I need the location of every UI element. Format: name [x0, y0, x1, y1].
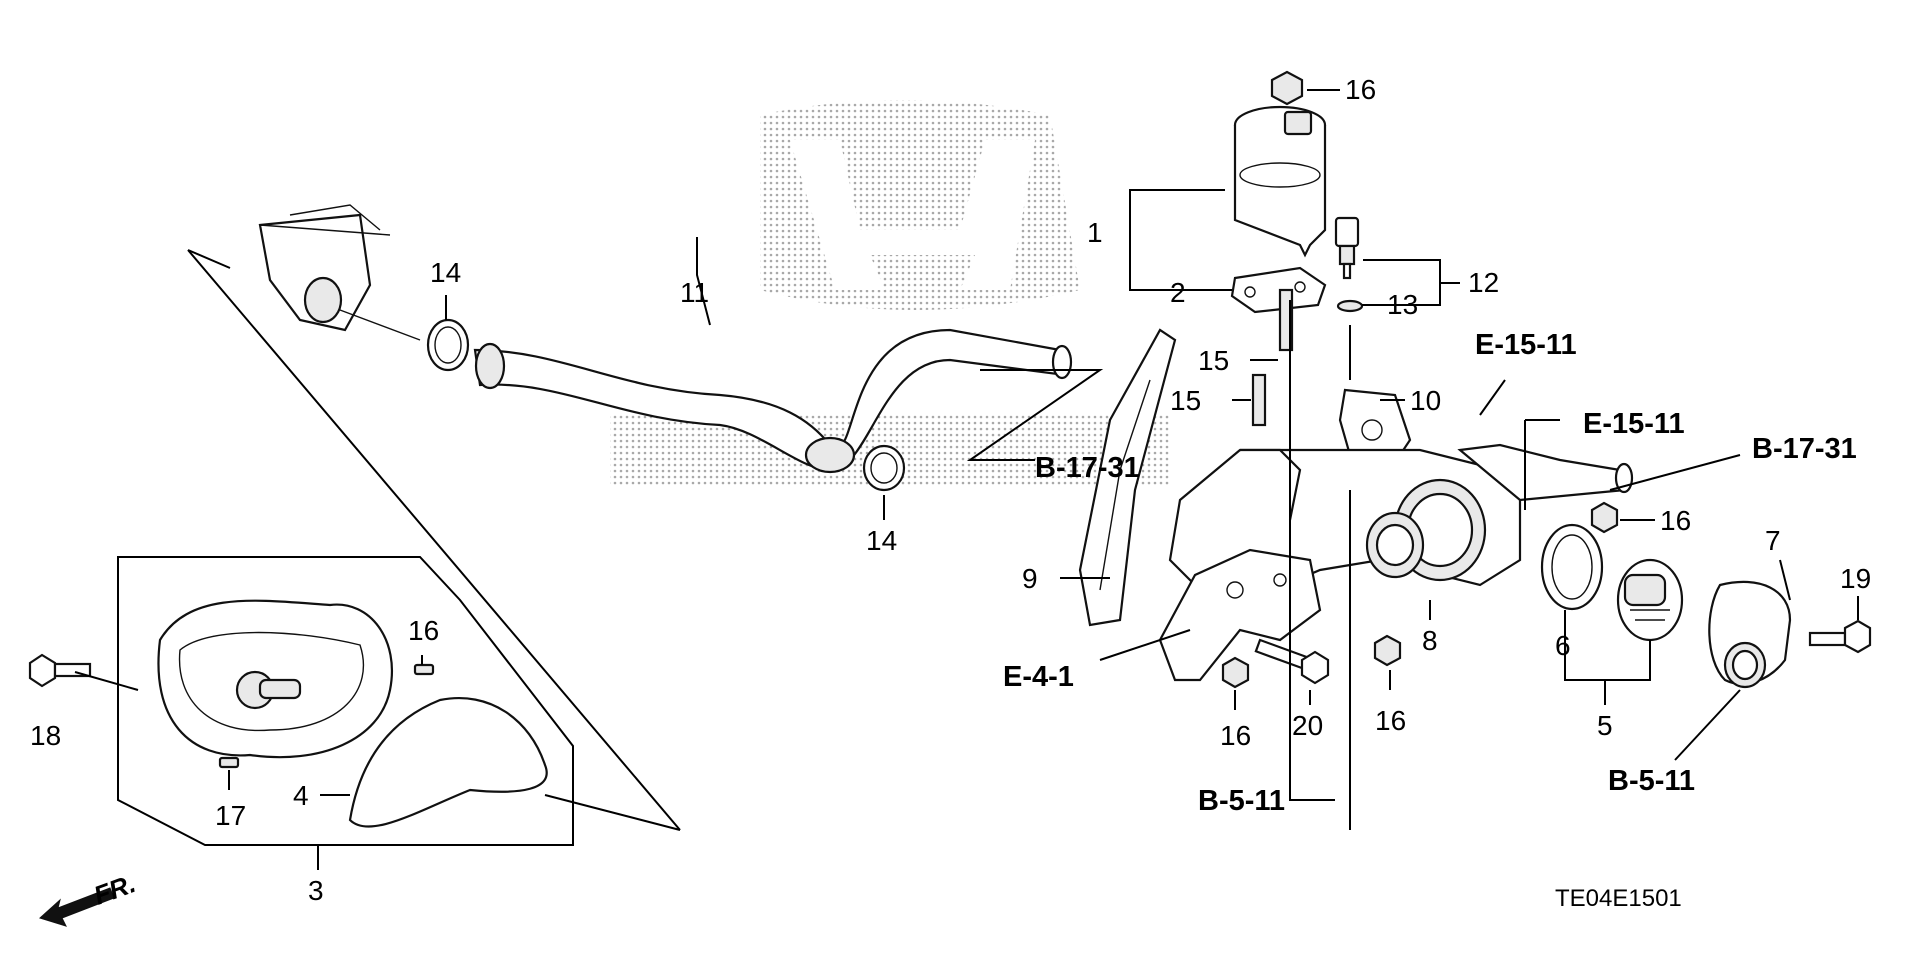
water-pipe — [473, 328, 1073, 474]
ref-b-5-11-right[interactable]: B-5-11 — [1608, 765, 1695, 797]
egr-valve — [1233, 105, 1327, 258]
callout-14-left: 14 — [430, 257, 461, 288]
nut-16-lower-right — [1373, 634, 1402, 667]
callout-16-lower-left: 16 — [1220, 720, 1251, 751]
thermostat-seal — [1540, 523, 1604, 611]
callout-11: 11 — [680, 277, 709, 308]
callout-16-right: 16 — [1660, 505, 1691, 536]
bolt-18 — [28, 653, 92, 688]
egr-gasket — [1230, 266, 1327, 314]
callout-15-upper: 15 — [1198, 345, 1229, 376]
nut-16-top — [1270, 70, 1304, 106]
ref-e-15-11-second[interactable]: E-15-11 — [1583, 408, 1685, 440]
callout-9: 9 — [1022, 563, 1038, 594]
dowel-pin-17-upper — [413, 663, 435, 676]
water-outlet-flange — [258, 204, 421, 341]
egr-bracket — [1158, 548, 1322, 682]
callout-5: 5 — [1597, 710, 1613, 741]
leader-lines — [74, 89, 1859, 870]
callout-4: 4 — [293, 780, 309, 811]
callout-17-lower: 17 — [215, 800, 246, 831]
assembly-outline-11 — [187, 249, 681, 831]
callout-16-top: 16 — [1345, 74, 1376, 105]
callout-10: 10 — [1410, 385, 1441, 416]
o-ring-14-left — [426, 318, 470, 372]
ref-e-4-1[interactable]: E-4-1 — [1003, 661, 1074, 693]
ref-b-5-11-center[interactable]: B-5-11 — [1198, 785, 1285, 817]
callout-17-upper: 16 — [408, 615, 439, 646]
thermostat-cover — [1708, 580, 1792, 689]
callout-12: 12 — [1468, 267, 1499, 298]
drawing-code: TE04E1501 — [1555, 885, 1682, 912]
dowel-pin-17-lower — [218, 756, 240, 769]
callout-18: 18 — [30, 720, 61, 751]
water-pump-group-outline — [117, 556, 574, 846]
callout-6: 6 — [1555, 630, 1571, 661]
callout-8: 8 — [1422, 625, 1438, 656]
ref-b-17-31-right[interactable]: B-17-31 — [1752, 433, 1857, 465]
callout-3: 3 — [308, 875, 324, 906]
thermostat — [1616, 558, 1684, 642]
temperature-sensor — [1334, 216, 1360, 280]
nut-16-lower-left — [1221, 656, 1250, 689]
gasket-9 — [1078, 328, 1177, 627]
callout-1: 1 — [1087, 217, 1103, 248]
sealing-washer — [1336, 299, 1364, 313]
front-label: FR. — [90, 868, 140, 911]
ref-e-15-11-top[interactable]: E-15-11 — [1475, 329, 1577, 361]
bolt-19 — [1808, 619, 1872, 654]
callout-13: 13 — [1387, 289, 1418, 320]
callout-15-lower: 15 — [1170, 385, 1201, 416]
callout-19: 19 — [1840, 563, 1871, 594]
nut-16-right — [1590, 501, 1619, 534]
ref-b-17-31-left[interactable]: B-17-31 — [1035, 452, 1140, 484]
callout-14-right: 14 — [866, 525, 897, 556]
callout-16-lower-right: 16 — [1375, 705, 1406, 736]
water-pump — [157, 599, 393, 759]
o-ring-14-right — [862, 444, 906, 492]
bolt-20 — [1254, 638, 1330, 685]
callout-2: 2 — [1170, 277, 1186, 308]
water-pump-gasket — [348, 697, 548, 828]
callout-20: 20 — [1292, 710, 1323, 741]
front-arrow-icon — [39, 887, 115, 927]
callout-7: 7 — [1765, 525, 1781, 556]
stud-15-lower — [1251, 373, 1267, 427]
